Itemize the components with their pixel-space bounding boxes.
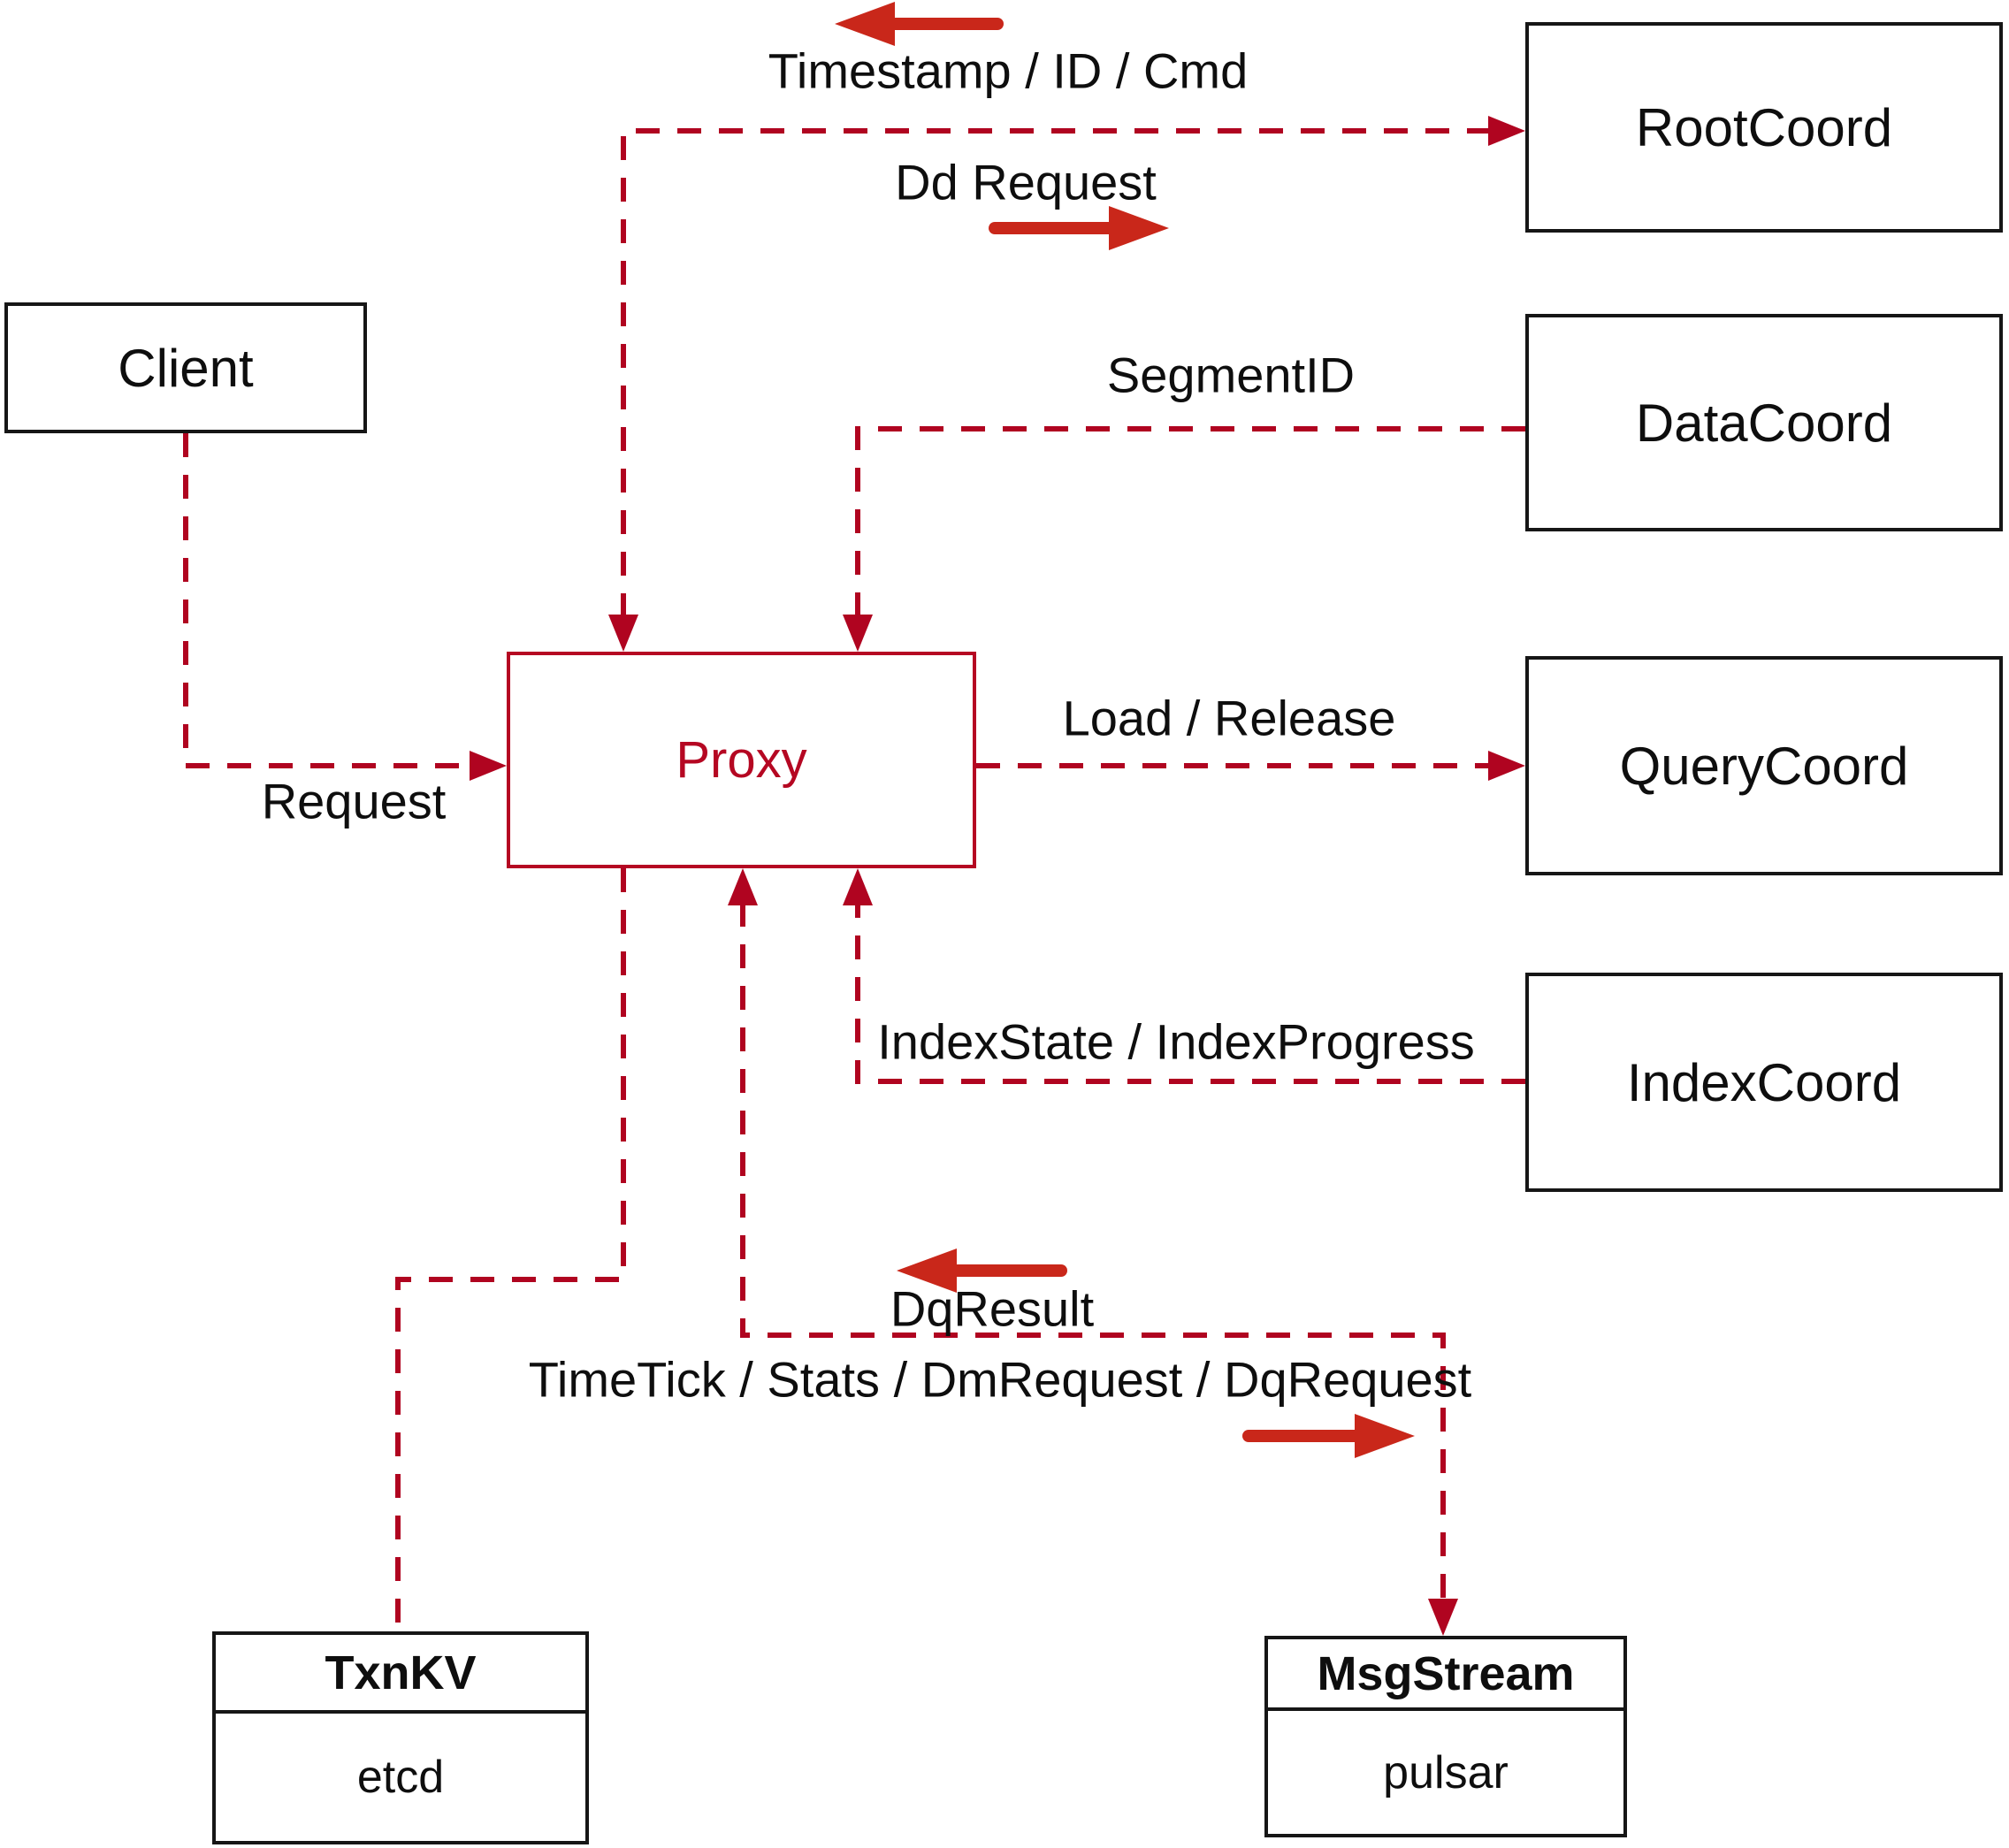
node-msgstream-impl: pulsar (1383, 1746, 1509, 1798)
node-rootcoord-label: RootCoord (1635, 97, 1893, 157)
node-querycoord-label: QueryCoord (1619, 736, 1909, 796)
connector-client-to-proxy (183, 433, 470, 768)
edge-label-indexstate-indexprogress: IndexState / IndexProgress (877, 1013, 1475, 1070)
arrow-right-icon (1242, 1414, 1415, 1458)
arrowhead-into-msgstream (1428, 1599, 1458, 1636)
arrowhead-into-rootcoord (1488, 116, 1525, 146)
arrow-left-icon (897, 1249, 1067, 1293)
node-proxy: Proxy (507, 652, 976, 868)
node-querycoord: QueryCoord (1525, 656, 2003, 875)
edge-label-request: Request (261, 773, 447, 829)
edge-label-dqresult: DqResult (890, 1280, 1095, 1337)
connector-proxy-msgstream (740, 903, 1446, 1601)
node-indexcoord-label: IndexCoord (1626, 1052, 1902, 1112)
node-datacoord-label: DataCoord (1635, 393, 1893, 453)
arrow-left-icon (835, 2, 1004, 46)
node-proxy-label: Proxy (676, 731, 807, 789)
node-msgstream-title: MsgStream (1268, 1639, 1623, 1711)
arrowhead-into-proxy-bottom-right (843, 868, 873, 905)
node-indexcoord: IndexCoord (1525, 973, 2003, 1192)
edge-label-load-release: Load / Release (1062, 690, 1396, 746)
connector-datacoord-to-proxy (855, 426, 1525, 617)
connector-proxy-to-txnkv (395, 868, 626, 1631)
node-client-label: Client (118, 338, 254, 398)
edge-label-timetick-stats-dmrequest-dqrequest: TimeTick / Stats / DmRequest / DqRequest (528, 1351, 1472, 1408)
edge-label-dd-request: Dd Request (895, 154, 1157, 210)
arrow-right-icon (989, 206, 1169, 250)
node-msgstream: MsgStream pulsar (1264, 1636, 1627, 1837)
edge-label-timestamp-id-cmd: Timestamp / ID / Cmd (768, 42, 1249, 99)
arrowhead-into-proxy-bottom-left (728, 868, 758, 905)
arrowhead-into-proxy-top-left (608, 615, 638, 652)
connector-indexcoord-to-proxy (855, 903, 1525, 1084)
arrowhead-into-proxy-top-right (843, 615, 873, 652)
node-client: Client (4, 302, 367, 433)
node-txnkv-title: TxnKV (216, 1635, 585, 1714)
node-rootcoord: RootCoord (1525, 22, 2003, 233)
node-txnkv-impl: etcd (356, 1752, 445, 1803)
arrowhead-into-proxy-left (470, 751, 507, 781)
node-datacoord: DataCoord (1525, 314, 2003, 531)
node-txnkv: TxnKV etcd (212, 1631, 589, 1844)
edge-label-segmentid: SegmentID (1106, 347, 1356, 403)
arrowhead-into-querycoord (1488, 751, 1525, 781)
